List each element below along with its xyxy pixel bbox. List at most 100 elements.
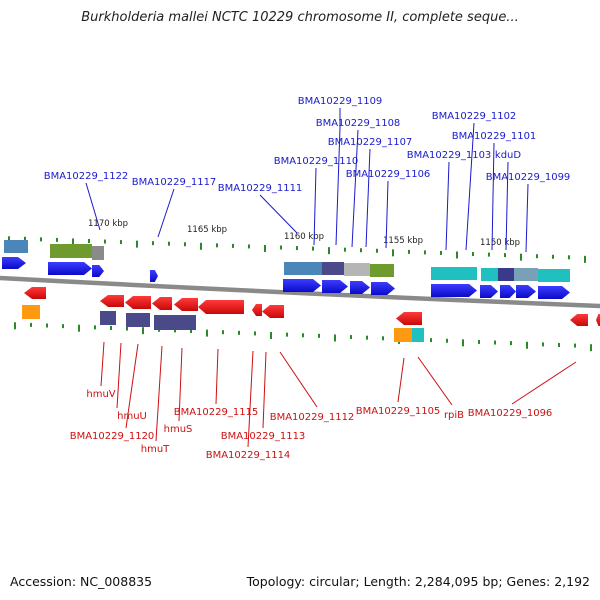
leader-line — [100, 341, 105, 387]
gene-label: hmuU — [117, 411, 147, 422]
leader-line — [116, 342, 122, 409]
tick-dot — [62, 324, 64, 329]
forward-gene-arrow — [516, 285, 536, 298]
domain-box — [22, 305, 40, 319]
tick-dot — [270, 332, 272, 340]
tick-dot — [446, 338, 448, 343]
domain-track — [4, 240, 570, 342]
forward-gene-arrow — [92, 265, 104, 277]
reverse-gene-arrow — [396, 312, 422, 325]
domain-box — [50, 244, 92, 258]
tick-dot — [590, 344, 592, 352]
reverse-gene-arrow — [174, 298, 198, 311]
tick-dot — [430, 338, 432, 343]
gene-track — [2, 257, 600, 326]
topology-text: Topology: circular; Length: 2,284,095 bp… — [246, 574, 590, 589]
leader-line — [125, 343, 139, 429]
tick-dot — [424, 250, 426, 255]
reverse-gene-arrow — [152, 297, 172, 310]
tick-dot — [318, 333, 320, 338]
leader-line — [525, 183, 529, 253]
domain-box — [92, 246, 104, 260]
tick-dot — [344, 247, 346, 252]
reverse-gene-arrow — [100, 295, 124, 307]
forward-gene-arrow — [150, 270, 158, 282]
gene-label: BMA10229_1096 — [468, 408, 553, 419]
domain-box — [481, 268, 498, 281]
forward-gene-arrow — [480, 285, 498, 298]
tick-dot — [536, 254, 538, 259]
forward-gene-arrow — [283, 279, 321, 292]
scale-label: 1165 kbp — [187, 225, 227, 235]
leader-line — [215, 348, 219, 405]
tick-dot — [216, 243, 218, 248]
tick-dot — [360, 248, 362, 253]
tick-dot — [222, 330, 224, 335]
tick-dot — [168, 241, 170, 246]
tick-dot — [232, 243, 234, 248]
accession-text: Accession: NC_008835 — [10, 574, 153, 589]
tick-dot — [478, 339, 480, 344]
tick-dot — [104, 239, 106, 244]
tick-dot — [302, 333, 304, 338]
leader-line — [505, 161, 509, 251]
gene-label: BMA10229_1113 — [221, 431, 306, 442]
tick-dot — [280, 245, 282, 250]
gene-label: BMA10229_1107 — [328, 137, 413, 148]
gene-label: hmuV — [86, 389, 115, 400]
tick-dot — [376, 248, 378, 253]
leader-line — [157, 188, 175, 238]
forward-gene-arrow — [538, 286, 570, 299]
tick-dot — [312, 246, 314, 251]
leader-line — [178, 347, 183, 422]
tick-dot — [584, 255, 586, 263]
tick-dot — [296, 246, 298, 251]
gene-label: BMA10229_1111 — [218, 183, 303, 194]
map-title: Burkholderia mallei NCTC 10229 chromosom… — [81, 10, 519, 25]
gene-label: BMA10229_1106 — [346, 169, 431, 180]
tick-dot — [382, 336, 384, 341]
leader-line — [155, 345, 163, 442]
domain-box — [322, 262, 344, 275]
chromosome-backbone — [0, 275, 600, 309]
tick-dot — [72, 238, 74, 246]
leader-line — [279, 351, 318, 408]
tick-dot — [510, 341, 512, 346]
gene-label: BMA10229_1108 — [316, 118, 401, 129]
gene-label: BMA10229_1122 — [44, 171, 129, 182]
gene-label: hmuT — [141, 444, 170, 455]
tick-dot — [14, 322, 16, 330]
gene-label: BMA10229_1099 — [486, 172, 571, 183]
gene-label: hmuS — [164, 424, 193, 435]
tick-dot — [328, 247, 330, 255]
leader-lines — [85, 108, 577, 448]
tick-dot — [456, 251, 458, 259]
tick-dot — [392, 249, 394, 257]
domain-box — [126, 313, 150, 327]
tick-dot — [574, 343, 576, 348]
tick-dot — [8, 236, 10, 244]
tick-dot — [24, 236, 26, 241]
tick-dot — [142, 327, 144, 335]
leader-line — [85, 182, 101, 231]
tick-dot — [248, 244, 250, 249]
forward-gene-arrow — [2, 257, 26, 269]
tick-dot — [174, 328, 176, 333]
leader-line — [445, 161, 450, 251]
forward-gene-arrow — [48, 262, 92, 275]
leader-line — [465, 122, 475, 251]
tick-dot — [184, 242, 186, 247]
tick-dot — [40, 237, 42, 242]
tick-dot — [542, 342, 544, 347]
reverse-gene-arrow — [252, 304, 262, 316]
tick-dot — [334, 334, 336, 342]
reverse-gene-arrow — [125, 296, 151, 309]
gene-label: BMA10229_1109 — [298, 96, 383, 107]
gene-label: BMA10229_1101 — [452, 131, 537, 142]
gene-label: BMA10229_1102 — [432, 111, 517, 122]
tick-dot — [206, 329, 208, 337]
leader-line — [491, 142, 495, 251]
domain-box — [370, 264, 394, 277]
reverse-gene-arrow — [198, 300, 244, 314]
tick-dot — [254, 331, 256, 336]
